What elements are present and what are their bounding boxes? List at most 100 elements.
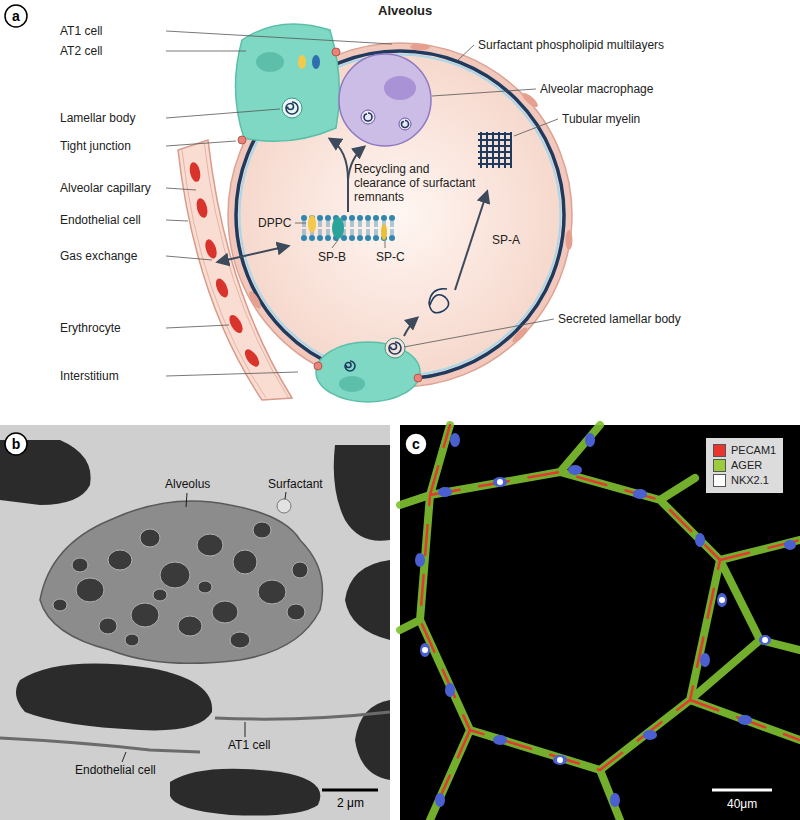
leader-line (166, 31, 558, 376)
alveolus-wall (240, 55, 561, 376)
cell-nucleus (585, 433, 595, 447)
surfactant-bilayer (308, 215, 316, 233)
fluorescence-background (400, 425, 800, 820)
label-holder: SP-A (492, 233, 520, 247)
legend-row: NKX2.1 (713, 474, 776, 487)
cell-nucleus (415, 433, 796, 807)
cell-nucleus (553, 755, 567, 765)
label-holder: Endothelial cell (60, 213, 141, 227)
cell-nucleus (784, 540, 796, 550)
leader-line-em (186, 493, 187, 507)
leader-line (295, 223, 306, 224)
leader-line (166, 31, 392, 44)
label-holder: AT1 cell (228, 738, 270, 752)
label-holder: Endothelial cell (75, 763, 156, 777)
erythrocyte (188, 161, 202, 183)
at2-cell-em (40, 501, 323, 663)
at2-cell (282, 98, 302, 118)
scale-bar-fluorescence (712, 790, 772, 791)
scale-label: 2 μm (337, 796, 364, 810)
alveolar-macrophage (399, 118, 411, 130)
leader-line (458, 45, 474, 60)
leader-line (385, 241, 386, 248)
leader-line (166, 51, 246, 52)
nkx21-nucleus (719, 597, 725, 603)
cell-nucleus (450, 433, 460, 447)
callout-label: Erythrocyte (60, 321, 121, 335)
panel-letter-text: a (12, 8, 20, 24)
cell-nucleus (438, 487, 452, 497)
cell-nucleus (610, 793, 620, 807)
alveolar-macrophage (384, 76, 416, 100)
tight-junction (414, 374, 422, 382)
cell-nucleus (445, 683, 455, 697)
surfactant-bilayer (332, 217, 344, 239)
leader-line (432, 89, 536, 96)
callout-label: SP-A (492, 233, 520, 247)
cell-nucleus (493, 735, 507, 745)
label-holder: Gas exchange (60, 249, 137, 263)
erythrocyte (213, 277, 230, 299)
process-arrow (404, 318, 417, 336)
leader-line-em (285, 492, 286, 499)
cell-nucleus (700, 653, 710, 667)
callout-label: Interstitium (60, 369, 119, 383)
erythrocyte (203, 238, 219, 260)
tubular-myelin (478, 134, 512, 164)
legend-row: AGER (713, 459, 776, 472)
callout-label: Surfactant phospholipid multilayers (478, 38, 664, 52)
legend-row: PECAM1 (713, 444, 776, 457)
label-holder: Secreted lamellar body (558, 312, 681, 326)
callout-label: SP-C (376, 250, 405, 264)
erythrocyte (242, 347, 262, 369)
label-holder: Alveolar capillary (60, 181, 151, 195)
label-holder: Alveolus (165, 477, 210, 491)
process-arrow (455, 192, 487, 290)
at2-cell (298, 55, 306, 69)
lamellar-body-em (53, 599, 67, 611)
cell-nucleus (493, 477, 507, 487)
callout-label: SP-B (318, 250, 346, 264)
erythrocyte-em (0, 440, 390, 816)
lamellar-body-swirl (402, 121, 409, 128)
panel-letter-text: c (412, 436, 420, 452)
panel-letter-circle (405, 433, 427, 455)
alveolar-septa (400, 425, 800, 820)
lamellar-body-em (212, 601, 238, 623)
panel-letter: b (4, 432, 28, 456)
process-note: Recycling and clearance of surfactant re… (354, 162, 482, 204)
callout-label: AT1 cell (228, 738, 270, 752)
nkx21-nucleus (762, 637, 768, 643)
at1-nucleus (510, 325, 529, 344)
at2-cell (256, 52, 284, 72)
label-holder: SP-C (376, 250, 405, 264)
leader-line-em (122, 492, 286, 762)
lamellar-body-em (230, 632, 250, 648)
callout-label: Tight junction (60, 139, 131, 153)
label-holder: Alveolar macrophage (540, 82, 653, 96)
label-holder: DPPC (258, 216, 291, 230)
tight-junction (238, 136, 246, 144)
callout-label: Tubular myelin (562, 112, 640, 126)
micrograph-background (0, 425, 390, 820)
leader-line (166, 188, 196, 190)
lamellar-body-em (197, 534, 223, 556)
at2-cell (235, 24, 339, 141)
leader-line (166, 141, 236, 146)
legend-box: PECAM1AGER NKX2.1 (706, 438, 783, 493)
erythrocyte-em (170, 769, 320, 816)
lamellar-body-em (292, 562, 308, 578)
panel-letter-circle (5, 5, 27, 27)
panel-letter-text: b (12, 436, 21, 452)
cell-nucleus (415, 553, 425, 567)
lamellar-body-swirl (345, 361, 355, 371)
legend-swatch (713, 459, 726, 472)
cell-nucleus (717, 593, 727, 607)
lamellar-body-em (198, 581, 212, 593)
legend-swatch (713, 444, 726, 457)
callout-label: Endothelial cell (75, 763, 156, 777)
at1-nucleus (566, 230, 573, 250)
lamellar-body-em (287, 604, 305, 620)
lamellar-body-em (131, 603, 159, 627)
